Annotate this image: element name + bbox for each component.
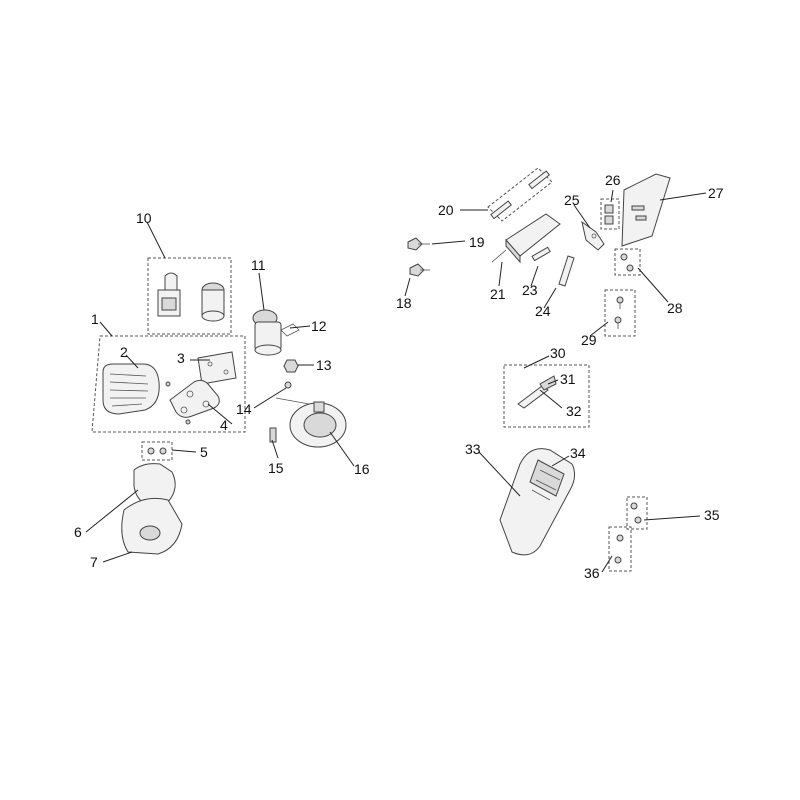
part-29-screw-box xyxy=(604,289,636,337)
part-13-nut xyxy=(283,359,299,373)
part-33-34-cover xyxy=(499,448,576,556)
callout-10: 10 xyxy=(136,210,152,226)
callout-28: 28 xyxy=(667,300,683,316)
part-18-19-bolts xyxy=(407,237,430,277)
callout-36: 36 xyxy=(584,565,600,581)
part-23-bar xyxy=(531,246,551,262)
part-27-panel xyxy=(621,173,671,247)
callout-34: 34 xyxy=(570,445,586,461)
callout-16: 16 xyxy=(354,461,370,477)
callout-12: 12 xyxy=(311,318,327,334)
part-25-lever xyxy=(581,220,605,251)
callout-35: 35 xyxy=(704,507,720,523)
callout-27: 27 xyxy=(708,185,724,201)
callout-31: 31 xyxy=(560,371,576,387)
part-11-12-ignition xyxy=(252,309,300,356)
callout-4: 4 xyxy=(220,417,228,433)
part-6-7-covers xyxy=(121,463,183,555)
part-26-clip-box xyxy=(600,198,620,230)
callout-5: 5 xyxy=(200,444,208,460)
part-1-headlight-assembly xyxy=(91,335,246,433)
callout-33: 33 xyxy=(465,441,481,457)
callout-32: 32 xyxy=(566,403,582,419)
callout-19: 19 xyxy=(469,234,485,250)
callout-24: 24 xyxy=(535,303,551,319)
part-36-screw-box xyxy=(608,526,632,572)
leader-lines xyxy=(85,189,707,573)
part-5-screw-box xyxy=(141,441,173,461)
part-28-screw-box xyxy=(614,248,641,276)
part-30-connector-box xyxy=(503,364,590,428)
callout-18: 18 xyxy=(396,295,412,311)
callout-3: 3 xyxy=(177,350,185,366)
part-35-screw-box xyxy=(626,496,648,530)
callout-26: 26 xyxy=(605,172,621,188)
callout-14: 14 xyxy=(236,401,252,417)
part-20-strips xyxy=(487,167,553,222)
callout-23: 23 xyxy=(522,282,538,298)
callout-29: 29 xyxy=(581,332,597,348)
part-14-16-horn xyxy=(269,381,347,448)
callout-2: 2 xyxy=(120,344,128,360)
part-10-switch-kit xyxy=(147,257,232,335)
callout-20: 20 xyxy=(438,202,454,218)
callout-30: 30 xyxy=(550,345,566,361)
callout-1: 1 xyxy=(91,311,99,327)
callout-11: 11 xyxy=(251,257,266,273)
part-21-pad xyxy=(491,213,561,264)
part-24-link xyxy=(558,255,575,287)
callout-15: 15 xyxy=(268,460,284,476)
callout-21: 21 xyxy=(490,286,506,302)
callout-13: 13 xyxy=(316,357,332,373)
callout-25: 25 xyxy=(564,192,580,208)
callout-7: 7 xyxy=(90,554,98,570)
callout-labels: 1 2 3 4 5 6 7 10 11 12 13 14 15 16 18 19… xyxy=(74,172,724,581)
callout-6: 6 xyxy=(74,524,82,540)
